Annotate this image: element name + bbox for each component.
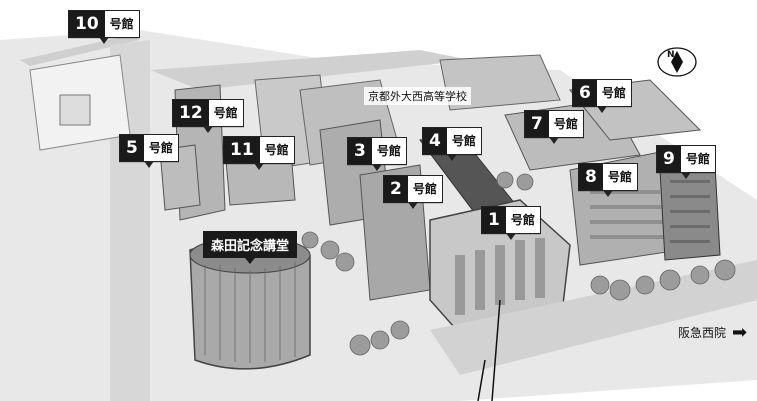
building-3-label[interactable]: 3 号館 [347,137,407,165]
building-2-number: 2 [384,176,408,202]
building-7-number: 7 [525,111,549,137]
building-12-label[interactable]: 12 号館 [172,99,244,127]
building-5-label[interactable]: 5 号館 [119,134,179,162]
building-3-number: 3 [348,138,372,164]
building-11-label[interactable]: 11 号館 [223,136,295,164]
building-6-suffix: 号館 [601,86,626,100]
building-10-number: 10 [69,11,105,37]
building-6-label[interactable]: 6 号館 [572,79,632,107]
building-3-suffix: 号館 [376,144,401,158]
building-1-suffix: 号館 [510,213,535,227]
building-8-number: 8 [579,164,603,190]
building-8-label[interactable]: 8 号館 [578,163,638,191]
building-4-label[interactable]: 4 号館 [422,127,482,155]
building-2-label[interactable]: 2 号館 [383,175,443,203]
building-5-suffix: 号館 [148,141,173,155]
building-8-suffix: 号館 [607,170,632,184]
compass-icon [657,47,697,77]
compass-north-label: N [667,50,675,60]
building-4-number: 4 [423,128,447,154]
building-1-label[interactable]: 1 号館 [481,206,541,234]
building-10-suffix: 号館 [109,17,134,31]
station-label: 阪急西院 [678,326,727,340]
building-2-suffix: 号館 [412,182,437,196]
building-12-number: 12 [173,100,209,126]
high-school-label: 京都外大西高等学校 [364,87,471,105]
building-11-number: 11 [224,137,260,163]
building-5-number: 5 [120,135,144,161]
compass-rose: N [656,46,698,78]
building-12-suffix: 号館 [213,106,238,120]
building-11-suffix: 号館 [264,143,289,157]
building-10-label[interactable]: 10 号館 [68,10,140,38]
building-9-suffix: 号館 [685,152,710,166]
station-direction[interactable]: 阪急西院 ➡ [678,322,747,343]
building-4-suffix: 号館 [451,134,476,148]
building-6-number: 6 [573,80,597,106]
memorial-hall-label[interactable]: 森田記念講堂 [203,231,298,258]
building-7-suffix: 号館 [553,117,578,131]
building-9-label[interactable]: 9 号館 [656,145,716,173]
building-7-label[interactable]: 7 号館 [524,110,584,138]
building-1-number: 1 [482,207,506,233]
building-9-number: 9 [657,146,681,172]
arrow-right-icon: ➡ [732,322,748,343]
